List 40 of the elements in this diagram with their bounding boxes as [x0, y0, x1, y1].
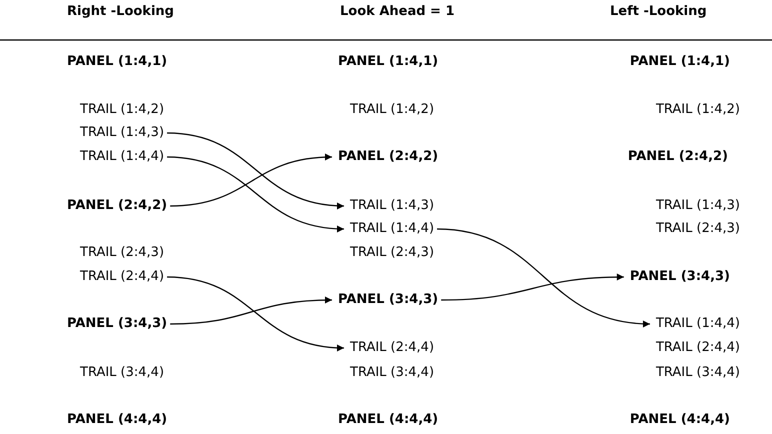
- trail-label: TRAIL (2:4,3): [656, 221, 740, 237]
- trail-label: TRAIL (1:4,3): [656, 198, 740, 214]
- trail-label: TRAIL (1:4,4): [656, 316, 740, 332]
- panel-label: PANEL (2:4,2): [338, 149, 438, 165]
- arrow: [166, 156, 344, 232]
- trail-label: TRAIL (1:4,4): [80, 149, 164, 165]
- panel-label: PANEL (3:4,3): [630, 269, 730, 285]
- arrow: [166, 276, 344, 352]
- trail-label: TRAIL (3:4,4): [80, 365, 164, 381]
- panel-label: PANEL (3:4,3): [338, 292, 438, 308]
- panel-label: PANEL (2:4,2): [628, 149, 728, 165]
- trail-label: TRAIL (1:4,3): [350, 198, 434, 214]
- trail-label: TRAIL (1:4,2): [80, 102, 164, 118]
- trail-label: TRAIL (1:4,4): [350, 221, 434, 237]
- trail-label: TRAIL (1:4,2): [350, 102, 434, 118]
- trail-label: TRAIL (2:4,4): [80, 269, 164, 285]
- panel-label: PANEL (1:4,1): [338, 54, 438, 70]
- panel-label: PANEL (1:4,1): [630, 54, 730, 70]
- panel-label: PANEL (4:4,4): [67, 412, 168, 428]
- arrow: [441, 274, 624, 301]
- panel-label: PANEL (4:4,4): [338, 412, 438, 428]
- trail-label: TRAIL (1:4,2): [656, 102, 740, 118]
- column-heading: Left -Looking: [610, 4, 707, 20]
- panel-label: PANEL (3:4,3): [67, 316, 168, 332]
- panel-label: PANEL (1:4,1): [67, 54, 168, 70]
- arrow: [436, 228, 650, 327]
- trail-label: TRAIL (2:4,4): [350, 340, 434, 356]
- column-heading: Look Ahead = 1: [340, 4, 455, 20]
- trail-label: TRAIL (2:4,4): [656, 340, 740, 356]
- panel-label: PANEL (4:4,4): [630, 412, 730, 428]
- trail-label: TRAIL (3:4,4): [350, 365, 434, 381]
- trail-label: TRAIL (2:4,3): [80, 245, 164, 261]
- arrow: [166, 132, 344, 209]
- trail-label: TRAIL (3:4,4): [656, 365, 740, 381]
- trail-label: TRAIL (2:4,3): [350, 245, 434, 261]
- trail-label: TRAIL (1:4,3): [80, 125, 164, 141]
- arrow: [170, 154, 332, 207]
- arrow: [170, 296, 332, 325]
- panel-label: PANEL (2:4,2): [67, 198, 168, 214]
- column-heading: Right -Looking: [67, 4, 174, 20]
